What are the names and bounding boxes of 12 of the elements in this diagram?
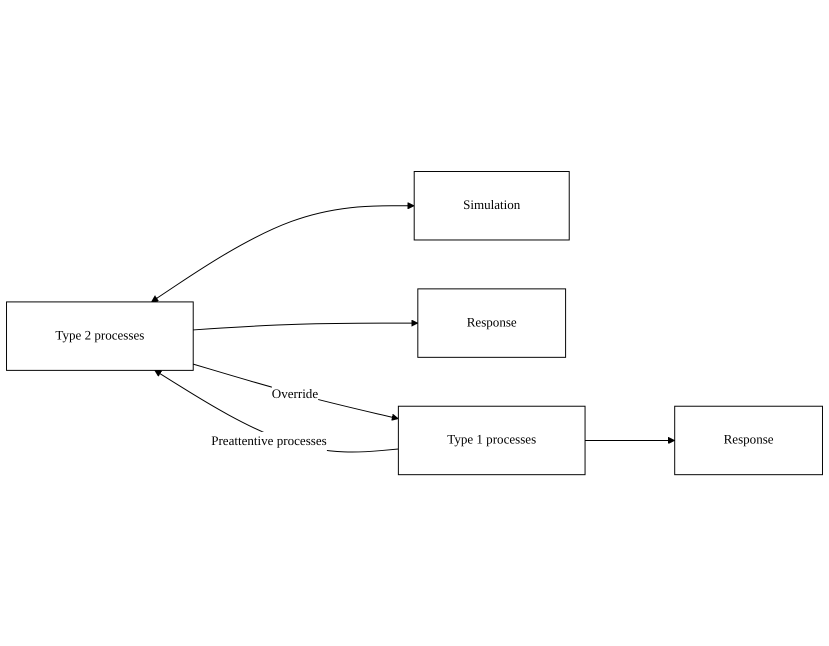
node-box: Type 2 processes <box>6 301 194 371</box>
edge-label: Override <box>272 387 318 401</box>
node-box: Simulation <box>414 170 570 240</box>
arrow <box>584 436 676 444</box>
node-box: Type 1 processes <box>398 406 586 476</box>
node-box: Response <box>674 406 823 476</box>
node-box: Response <box>417 288 566 358</box>
arrow <box>154 370 399 452</box>
arrow <box>151 202 415 302</box>
edge-label: Preattentive processes <box>211 434 327 448</box>
arrow <box>192 364 399 421</box>
arrow <box>192 319 418 330</box>
